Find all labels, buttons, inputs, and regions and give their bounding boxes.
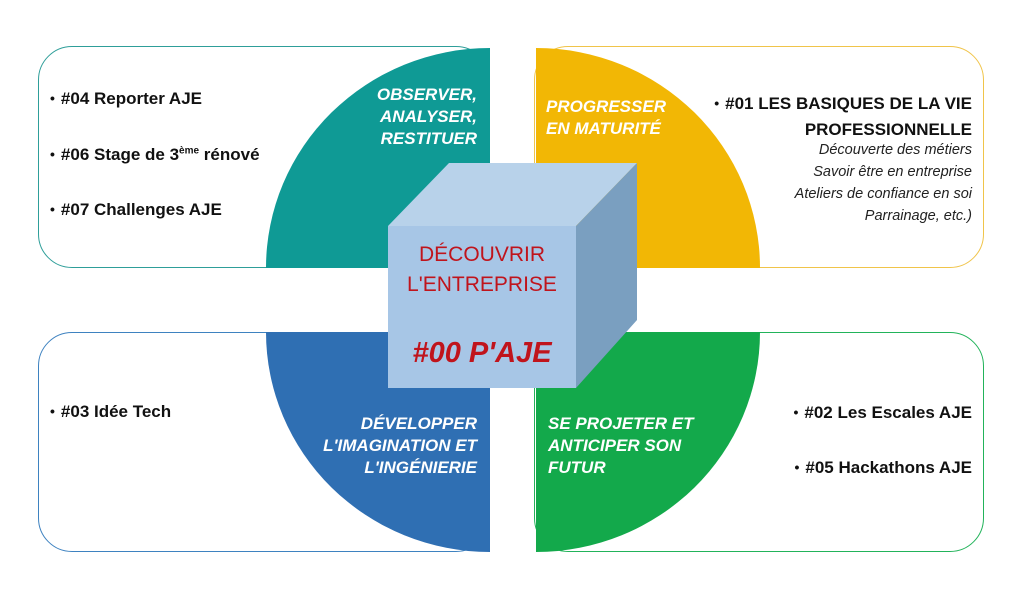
cube-side-face	[576, 163, 637, 388]
label-top-right-line2: EN MATURITÉ	[546, 119, 661, 138]
label-bottom-left: DÉVELOPPER L'IMAGINATION ET L'INGÉNIERIE	[300, 413, 477, 479]
label-top-left-line2: ANALYSER,	[380, 107, 477, 126]
bullet-icon: •	[50, 146, 55, 162]
item-text: #06 Stage de 3	[60, 145, 180, 164]
label-top-left-line1: OBSERVER,	[376, 85, 477, 104]
center-title-line1: DÉCOUVRIR	[418, 243, 545, 266]
label-bottom-left-line1: DÉVELOPPER	[360, 414, 477, 433]
bullet-icon: •	[794, 459, 800, 475]
label-top-right: PROGRESSER EN MATURITÉ	[546, 96, 666, 140]
cube-top-face	[388, 163, 637, 226]
cube	[388, 163, 637, 388]
item-superscript: ème	[179, 145, 200, 157]
bullet-icon: •	[793, 404, 799, 420]
basiques-sub-list: Découverte des métiers Savoir être en en…	[795, 139, 972, 227]
sub-item: Parrainage, etc.)	[864, 208, 972, 224]
bullet-icon: •	[714, 95, 720, 111]
item-text: #04 Reporter AJE	[60, 89, 203, 108]
list-item-challenges: • #07 Challenges AJE	[50, 200, 222, 220]
list-item-hackathons: • #05 Hackathons AJE	[794, 458, 972, 478]
label-bottom-left-line2: L'IMAGINATION ET	[323, 436, 477, 455]
sub-item: Découverte des métiers	[818, 142, 972, 158]
item-text: #07 Challenges AJE	[60, 200, 222, 219]
label-top-left: OBSERVER, ANALYSER, RESTITUER	[350, 84, 477, 150]
heading-line2: PROFESSIONNELLE	[804, 120, 972, 139]
heading-line1: #01 LES BASIQUES DE LA VIE	[725, 94, 972, 113]
cube-front-face	[388, 226, 576, 388]
list-item-stage: • #06 Stage de 3ème rénové	[50, 145, 260, 165]
item-text-suffix: rénové	[199, 145, 260, 164]
item-text: #03 Idée Tech	[60, 402, 172, 421]
label-bottom-right-line3: FUTUR	[548, 458, 606, 477]
center-code: #00 P'AJE	[412, 337, 552, 369]
label-bottom-right-line2: ANTICIPER SON	[548, 436, 682, 455]
label-bottom-right-line1: SE PROJETER ET	[548, 414, 694, 433]
sub-item: Savoir être en entreprise	[813, 164, 972, 180]
item-text: #05 Hackathons AJE	[805, 458, 972, 477]
list-item-reporter: • #04 Reporter AJE	[50, 89, 202, 109]
quarter-bottom-right	[536, 332, 760, 552]
bullet-icon: •	[50, 201, 55, 217]
list-item-escales: • #02 Les Escales AJE	[793, 403, 972, 423]
item-text: #02 Les Escales AJE	[804, 403, 972, 422]
center-title-line2: L'ENTREPRISE	[407, 273, 557, 296]
label-top-right-line1: PROGRESSER	[546, 97, 666, 116]
list-item-basiques: • #01 LES BASIQUES DE LA VIE PROFESSIONNE…	[714, 91, 972, 142]
label-top-left-line3: RESTITUER	[380, 129, 477, 148]
sub-item: Ateliers de confiance en soi	[794, 186, 972, 202]
bullet-icon: •	[50, 90, 55, 106]
list-item-idee-tech: • #03 Idée Tech	[50, 402, 171, 422]
label-bottom-right: SE PROJETER ET ANTICIPER SON FUTUR	[548, 413, 693, 479]
label-bottom-left-line3: L'INGÉNIERIE	[364, 458, 477, 477]
bullet-icon: •	[50, 403, 55, 419]
